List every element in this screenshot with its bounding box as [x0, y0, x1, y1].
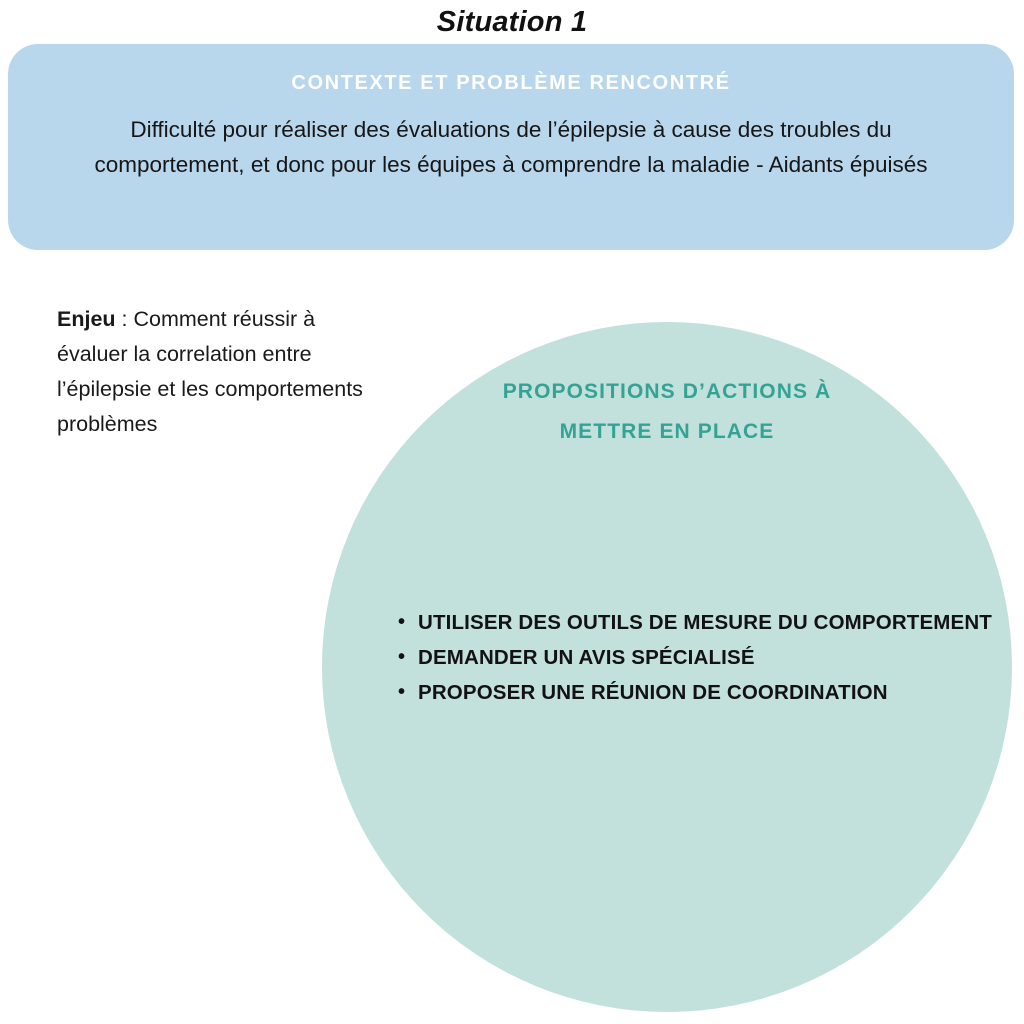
list-item: UTILISER DES OUTILS DE MESURE DU COMPORT… — [398, 605, 1023, 640]
list-item: PROPOSER UNE RÉUNION DE COORDINATION — [398, 675, 1023, 710]
actions-list: UTILISER DES OUTILS DE MESURE DU COMPORT… — [378, 605, 1023, 710]
enjeu-text: Comment réussir à évaluer la correlation… — [57, 307, 363, 436]
enjeu-separator: : — [115, 307, 134, 331]
page-title: Situation 1 — [436, 6, 588, 38]
enjeu-label: Enjeu — [57, 307, 116, 331]
actions-heading: PROPOSITIONS D’ACTIONS À METTRE EN PLACE — [502, 380, 832, 443]
context-panel-body: Difficulté pour réaliser des évaluations… — [94, 117, 928, 177]
actions-circle: PROPOSITIONS D’ACTIONS À METTRE EN PLACE… — [322, 322, 1012, 1012]
context-panel: CONTEXTE ET PROBLÈME RENCONTRÉ Difficult… — [8, 44, 1014, 250]
enjeu-block: Enjeu : Comment réussir à évaluer la cor… — [57, 302, 387, 442]
context-panel-heading: CONTEXTE ET PROBLÈME RENCONTRÉ — [291, 72, 731, 94]
list-item: DEMANDER UN AVIS SPÉCIALISÉ — [398, 640, 1023, 675]
